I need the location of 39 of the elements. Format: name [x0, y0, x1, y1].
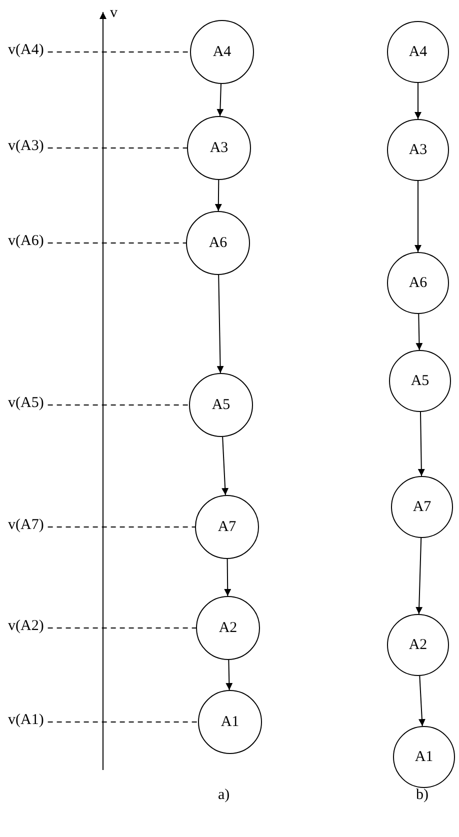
axis-label: v [110, 4, 118, 22]
node-label: A5 [212, 396, 230, 414]
value-label: v(A6) [8, 232, 44, 250]
node-label: A6 [208, 234, 228, 252]
value-label: v(A3) [8, 137, 44, 155]
node-label: A5 [410, 372, 430, 390]
node-label: A3 [210, 140, 228, 156]
arrow [216, 274, 224, 374]
arrow [214, 180, 222, 212]
arrow [414, 82, 422, 120]
panel-label: a) [218, 786, 230, 804]
arrow [224, 558, 232, 596]
node-label: A1 [414, 748, 434, 766]
arrow [216, 83, 224, 117]
arrow [416, 537, 423, 615]
value-label: v(A1) [8, 711, 44, 729]
panel-label: b) [416, 786, 428, 804]
value-label: v(A5) [8, 394, 44, 412]
node-label: A6 [408, 274, 428, 292]
arrow [226, 660, 233, 690]
node-label: A1 [220, 714, 240, 730]
arrow [418, 675, 426, 727]
node-label: A3 [408, 142, 428, 158]
node-label: A2 [408, 636, 428, 654]
node-label: A4 [212, 44, 232, 60]
node-label: A2 [218, 620, 238, 636]
arrow [222, 436, 229, 496]
leader-line [47, 242, 186, 244]
leader-line [47, 526, 196, 528]
leader-line [47, 404, 190, 406]
node-label: A7 [412, 498, 432, 516]
arrow [418, 412, 425, 476]
value-label: v(A7) [8, 516, 44, 534]
arrow [414, 180, 422, 252]
value-label: v(A2) [8, 617, 44, 635]
node-label: A4 [408, 44, 428, 60]
value-label: v(A4) [8, 41, 44, 59]
node-label: A7 [218, 518, 236, 536]
arrow [416, 314, 423, 350]
